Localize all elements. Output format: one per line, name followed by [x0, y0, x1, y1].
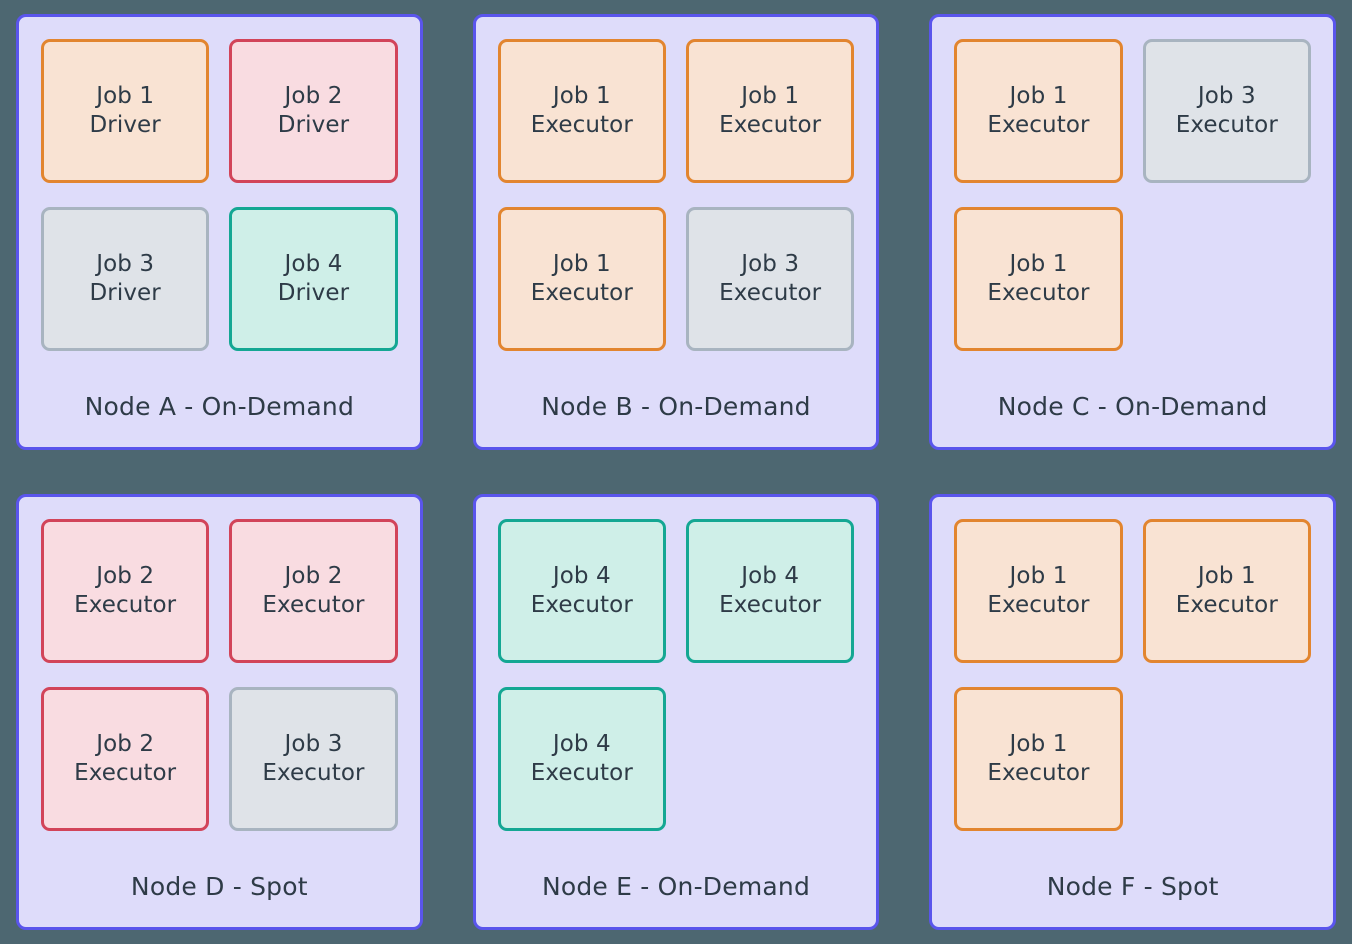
job-role-label: Executor: [74, 592, 177, 618]
job-role-label: Executor: [530, 112, 633, 138]
job-slot[interactable]: Job 1 Executor: [954, 207, 1123, 351]
job-name-label: Job 2: [284, 562, 343, 589]
job-role-label: Executor: [719, 280, 822, 306]
job-slot[interactable]: Job 3 Executor: [685, 207, 855, 351]
job-name-label: Job 4: [284, 250, 343, 277]
job-name-label: Job 1: [96, 82, 155, 109]
job-slot[interactable]: Job 2 Executor: [41, 519, 210, 663]
job-slot[interactable]: Job 1 Executor: [954, 39, 1123, 183]
empty-slot: [686, 687, 854, 831]
job-slot[interactable]: Job 2 Executor: [229, 519, 398, 663]
job-slot[interactable]: Job 4 Executor: [497, 519, 666, 663]
job-name-label: Job 1: [1009, 562, 1068, 589]
job-role-label: Executor: [74, 760, 177, 786]
job-name-label: Job 2: [96, 730, 155, 757]
node-label: Node E - On-Demand: [541, 872, 811, 901]
job-role-label: Executor: [530, 592, 633, 618]
job-slot[interactable]: Job 1 Executor: [954, 519, 1123, 663]
job-slot[interactable]: Job 1 Executor: [1142, 519, 1311, 663]
job-role-label: Executor: [262, 592, 365, 618]
job-name-label: Job 1: [741, 82, 800, 109]
job-slot[interactable]: Job 1 Executor: [497, 39, 666, 183]
job-name-label: Job 1: [1009, 82, 1068, 109]
job-name-label: Job 4: [552, 562, 611, 589]
node-label: Node A - On-Demand: [84, 392, 355, 421]
job-name-label: Job 3: [741, 250, 800, 277]
job-slot[interactable]: Job 3 Executor: [1142, 39, 1311, 183]
node-label: Node C - On-Demand: [997, 392, 1268, 421]
job-slot[interactable]: Job 4 Driver: [229, 207, 398, 351]
job-slot[interactable]: Job 3 Executor: [229, 687, 398, 831]
job-name-label: Job 3: [1197, 82, 1256, 109]
job-name-label: Job 2: [284, 82, 343, 109]
job-role-label: Executor: [987, 760, 1090, 786]
job-slot[interactable]: Job 3 Driver: [41, 207, 210, 351]
job-role-label: Executor: [262, 760, 365, 786]
node-label: Node B - On-Demand: [541, 392, 811, 421]
job-slot[interactable]: Job 1 Driver: [41, 39, 210, 183]
job-slot[interactable]: Job 1 Executor: [954, 687, 1123, 831]
job-name-label: Job 4: [741, 562, 800, 589]
job-role-label: Executor: [987, 280, 1090, 306]
job-slot[interactable]: Job 1 Executor: [685, 39, 855, 183]
job-role-label: Executor: [530, 280, 633, 306]
job-role-label: Driver: [277, 280, 350, 306]
node-label: Node D - Spot: [130, 872, 308, 901]
job-role-label: Executor: [719, 112, 822, 138]
job-name-label: Job 4: [552, 730, 611, 757]
job-role-label: Executor: [719, 592, 822, 618]
job-name-label: Job 1: [1197, 562, 1256, 589]
job-name-label: Job 1: [1009, 730, 1068, 757]
job-slot[interactable]: Job 4 Executor: [497, 687, 666, 831]
job-name-label: Job 3: [96, 250, 155, 277]
job-role-label: Driver: [89, 280, 161, 306]
job-role-label: Executor: [987, 112, 1090, 138]
job-name-label: Job 1: [552, 250, 611, 277]
job-slot[interactable]: Job 2 Executor: [41, 687, 210, 831]
job-name-label: Job 3: [284, 730, 343, 757]
node-label: Node F - Spot: [1046, 872, 1219, 901]
empty-slot: [1143, 207, 1311, 351]
job-slot[interactable]: Job 2 Driver: [229, 39, 398, 183]
job-name-label: Job 2: [96, 562, 155, 589]
job-role-label: Driver: [277, 112, 350, 138]
job-slot[interactable]: Job 4 Executor: [685, 519, 855, 663]
job-role-label: Executor: [530, 760, 633, 786]
job-slot[interactable]: Job 1 Executor: [497, 207, 666, 351]
job-name-label: Job 1: [552, 82, 611, 109]
job-role-label: Executor: [987, 592, 1090, 618]
empty-slot: [1143, 687, 1311, 831]
job-role-label: Driver: [89, 112, 161, 138]
job-role-label: Executor: [1175, 112, 1278, 138]
job-role-label: Executor: [1175, 592, 1278, 618]
job-name-label: Job 1: [1009, 250, 1068, 277]
